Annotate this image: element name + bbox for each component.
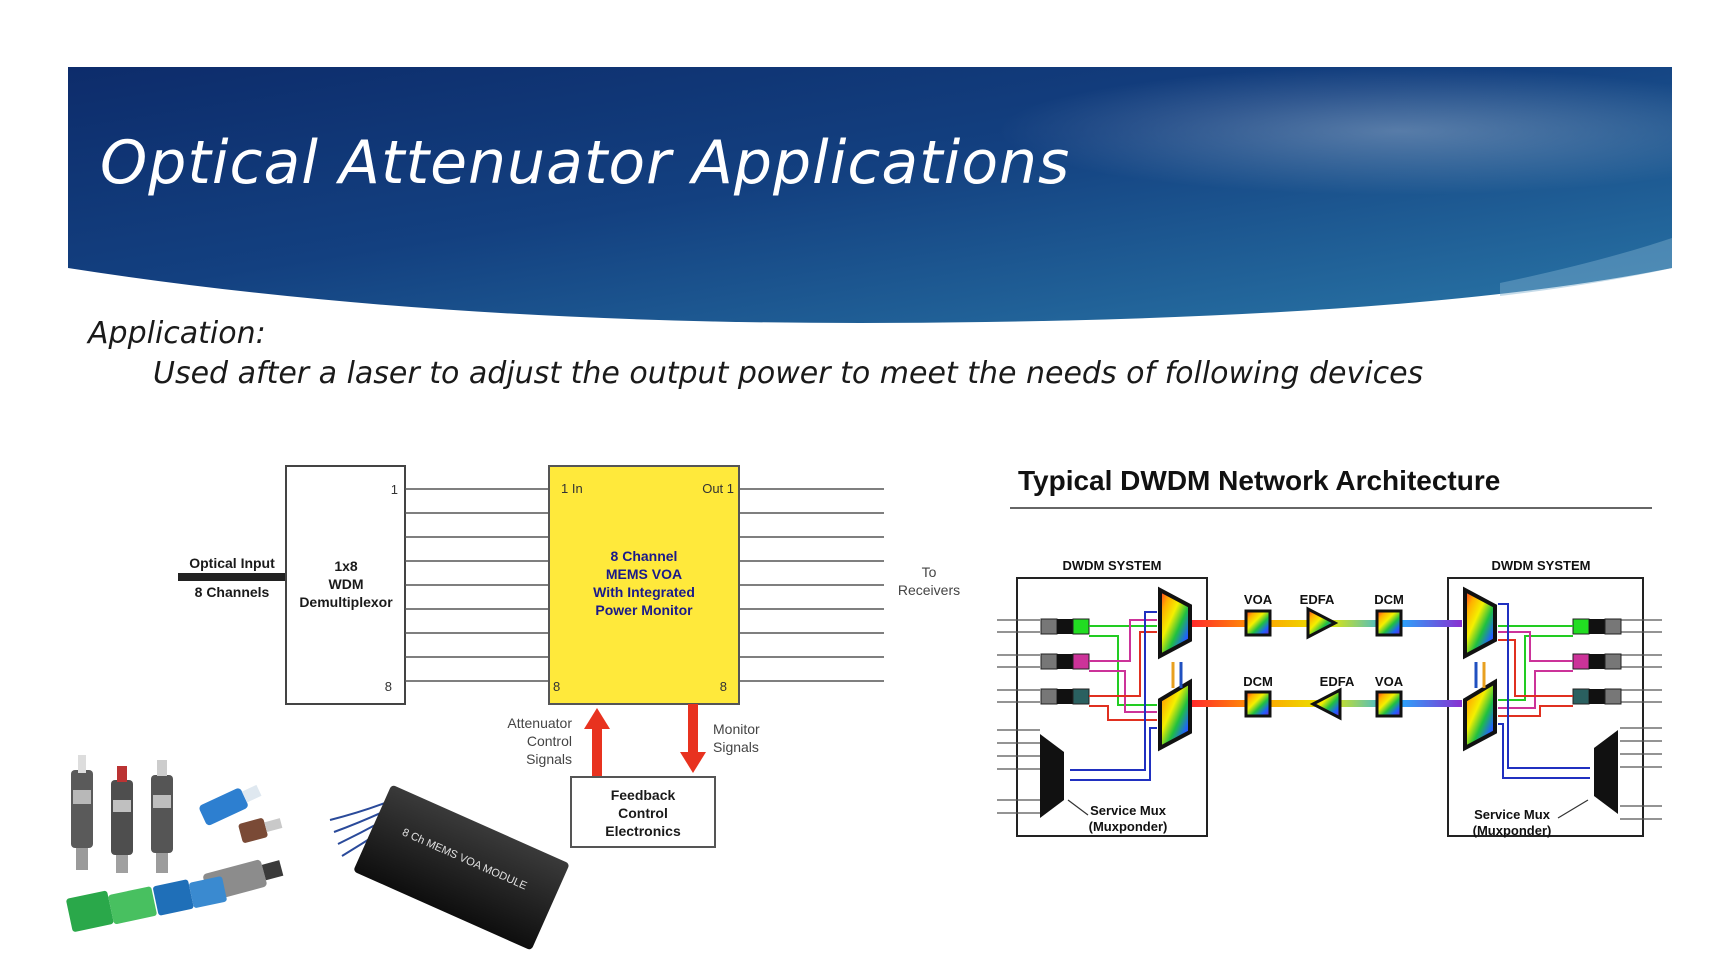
left-client-lines [997, 619, 1040, 814]
dwdm-title: Typical DWDM Network Architecture [1018, 465, 1500, 496]
top-edfa [1306, 606, 1339, 640]
inline-attenuator-3 [151, 760, 173, 873]
right-muxponder-label: (Muxponder) [1473, 823, 1552, 838]
inline-attenuator-2 [111, 766, 133, 873]
voa-label-line4: Power Monitor [595, 602, 693, 618]
dwdm-system-right-label: DWDM SYSTEM [1492, 558, 1591, 573]
bottom-edfa-label: EDFA [1320, 674, 1355, 689]
attenuator-label-line3: Signals [526, 751, 572, 767]
optical-input-label: Optical Input [189, 555, 275, 571]
top-dcm-label: DCM [1374, 592, 1404, 607]
monitor-label-line2: Signals [713, 739, 759, 755]
voa-box [548, 465, 740, 705]
bottom-voa [1375, 690, 1403, 718]
right-loopback-arrows [1474, 662, 1486, 688]
voa-port-out: Out 1 [702, 481, 734, 496]
channels-label: 8 Channels [195, 584, 270, 600]
left-muxponder-label: (Muxponder) [1089, 819, 1168, 834]
application-label: Application: [88, 316, 266, 351]
voa-block-diagram: Optical Input 8 Channels 1x8 WDM Demulti… [178, 465, 960, 848]
left-service-mux-label: Service Mux [1090, 803, 1167, 818]
dwdm-system-left-label: DWDM SYSTEM [1063, 558, 1162, 573]
top-voa [1244, 609, 1272, 637]
top-dcm [1375, 609, 1403, 637]
demux-label-line3: Demultiplexor [299, 594, 393, 610]
top-edfa-label: EDFA [1300, 592, 1335, 607]
title-banner [68, 67, 1672, 323]
bottom-edfa [1309, 687, 1342, 721]
sc-attenuator-blue [153, 876, 227, 916]
voa-port-8-out: 8 [720, 679, 727, 694]
sc-attenuator-green [66, 886, 157, 932]
left-service-mux [1040, 734, 1064, 818]
application-description: Used after a laser to adjust the output … [153, 356, 1424, 391]
left-transponders [1040, 618, 1090, 705]
right-mux-pointer [1557, 799, 1589, 819]
attenuator-products-photo [66, 755, 284, 932]
right-mux [1463, 678, 1497, 752]
monitor-label-line1: Monitor [713, 721, 760, 737]
inline-attenuator-1 [71, 755, 93, 870]
voa-label-line3: With Integrated [593, 584, 695, 600]
demux-label-line1: 1x8 [334, 558, 358, 574]
slide-title: Optical Attenuator Applications [100, 128, 1071, 198]
right-client-lines [1620, 619, 1662, 820]
demux-port-1: 1 [391, 482, 398, 497]
lc-attenuator-blue [199, 784, 262, 826]
voa-port-in: 1 In [561, 481, 583, 496]
demux-to-voa-lines [405, 488, 549, 682]
demux-box [285, 465, 406, 705]
right-service-mux-label: Service Mux [1474, 807, 1551, 822]
feedback-label-line1: Feedback [611, 787, 676, 803]
voa-module-photo: 8 Ch MEMS VOA MODULE [329, 785, 569, 950]
monitor-arrow [680, 704, 706, 773]
bottom-dcm [1244, 690, 1272, 718]
demux-port-8: 8 [385, 679, 392, 694]
dwdm-diagram: Typical DWDM Network Architecture DWDM S… [997, 465, 1662, 838]
right-internal-routing [1498, 603, 1590, 779]
right-transponders [1572, 618, 1622, 705]
bottom-voa-label: VOA [1375, 674, 1404, 689]
left-loopback-arrows [1171, 662, 1183, 688]
module-body [354, 785, 569, 950]
top-voa-label: VOA [1244, 592, 1273, 607]
left-mux-pointer [1067, 799, 1089, 816]
optical-input-bar [178, 573, 286, 581]
left-internal-routing [1070, 611, 1157, 781]
voa-output-lines [739, 488, 884, 682]
attenuator-arrow [584, 708, 610, 777]
feedback-box [570, 776, 716, 848]
feedback-label-line2: Control [618, 805, 668, 821]
demux-label-line2: WDM [329, 576, 364, 592]
receivers-label-line2: Receivers [898, 582, 960, 598]
right-service-mux [1594, 730, 1618, 814]
attenuator-brown [238, 818, 283, 843]
receivers-label-line1: To [922, 564, 937, 580]
feedback-label-line3: Electronics [605, 823, 681, 839]
attenuator-label-line1: Attenuator [507, 715, 572, 731]
voa-port-8-in: 8 [553, 679, 560, 694]
right-demux [1463, 586, 1497, 660]
voa-label-line2: MEMS VOA [606, 566, 682, 582]
voa-label-line1: 8 Channel [611, 548, 678, 564]
attenuator-label-line2: Control [527, 733, 572, 749]
left-mux [1158, 586, 1192, 660]
bottom-dcm-label: DCM [1243, 674, 1273, 689]
